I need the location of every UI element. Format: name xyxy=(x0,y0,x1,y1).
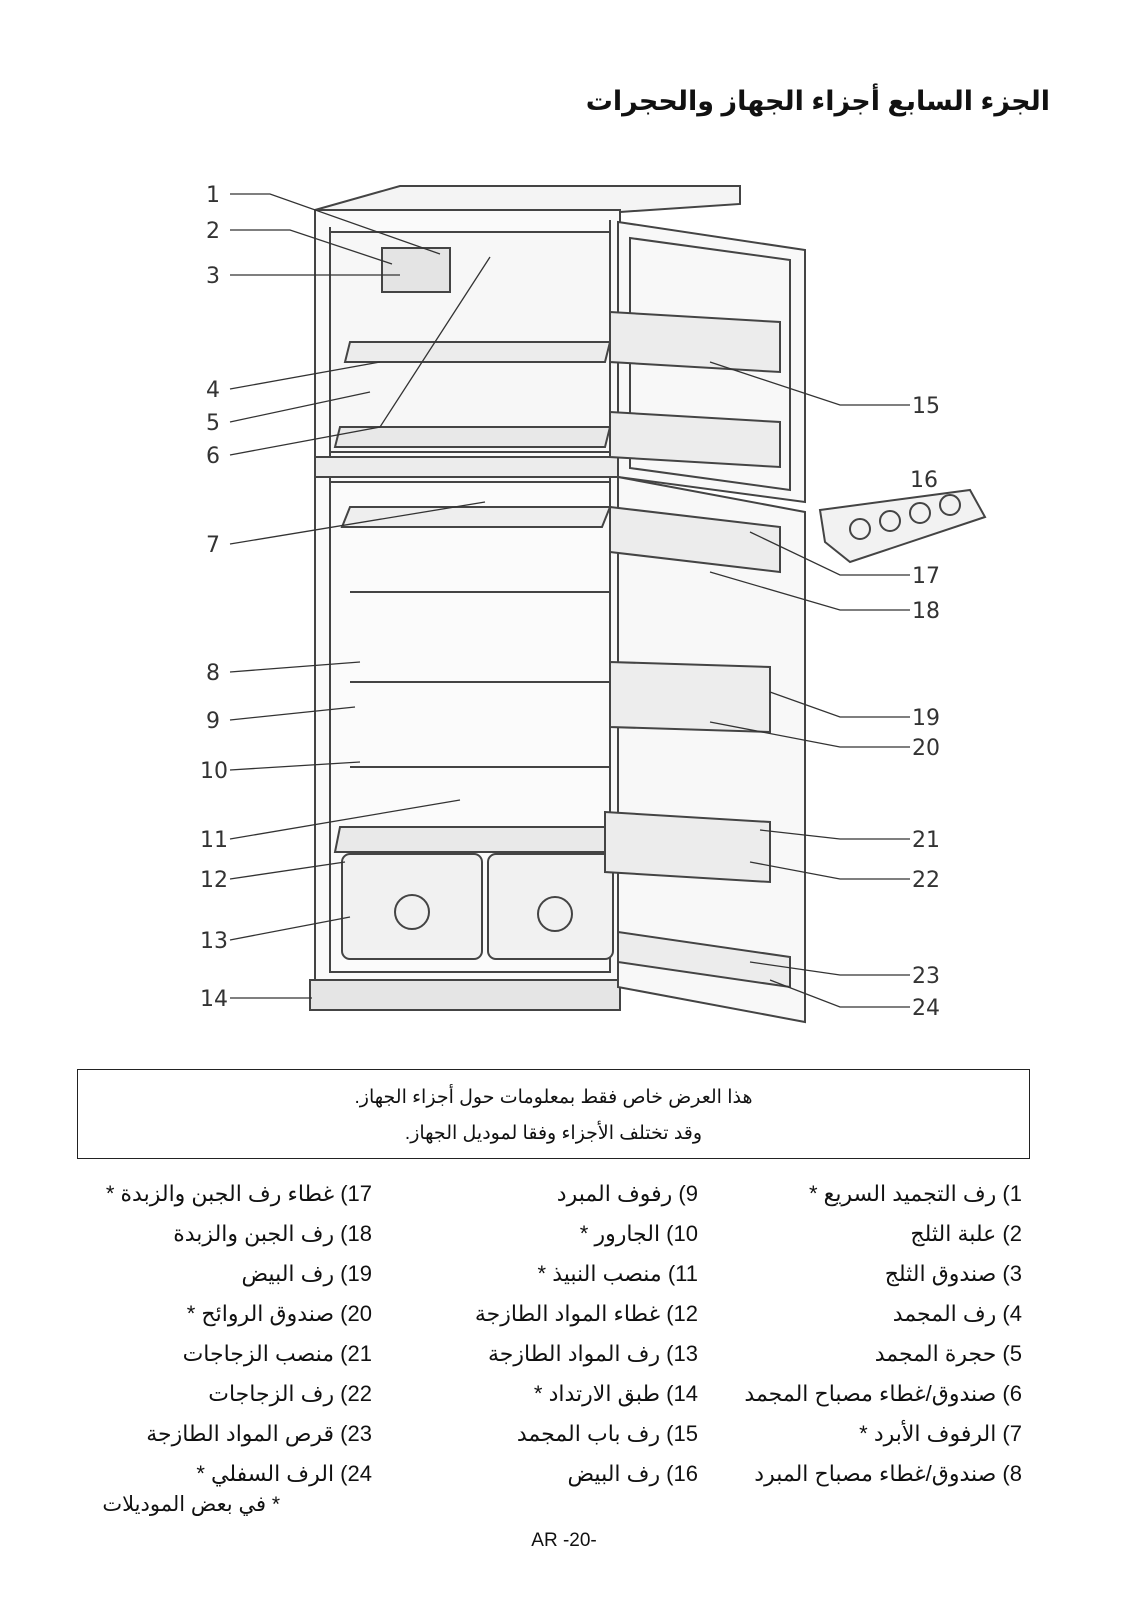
part-item: 10) الجارور * xyxy=(579,1221,698,1246)
callout-15: 15 xyxy=(912,394,940,419)
callout-2: 2 xyxy=(206,219,220,244)
cooler-shelf xyxy=(340,506,612,528)
refrigerator-diagram: 1 2 3 4 5 6 7 8 9 10 11 12 13 14 15 16 1… xyxy=(200,183,987,1024)
page-number: AR -20- xyxy=(531,1530,597,1551)
crisper-cover xyxy=(333,826,612,853)
callout-19: 19 xyxy=(912,706,940,731)
notice-line-1: هذا العرض خاص فقط بمعلومات حول أجزاء الج… xyxy=(354,1087,753,1108)
plinth xyxy=(309,979,621,1011)
callout-14: 14 xyxy=(200,987,228,1012)
callout-4: 4 xyxy=(206,378,220,403)
callout-18: 18 xyxy=(912,599,940,624)
parts-list-column-2: 9) رفوف المبرد 10) الجارور * 11) منصب ال… xyxy=(398,1174,698,1494)
bottom-door-shelf xyxy=(617,930,791,989)
freezer-shelf xyxy=(343,341,612,363)
part-item: 12) غطاء المواد الطازجة xyxy=(474,1301,698,1326)
part-item: 3) صندوق الثلج xyxy=(884,1261,1022,1286)
callout-7: 7 xyxy=(206,533,220,558)
part-item: 15) رف باب المجمد xyxy=(516,1421,698,1446)
callout-10: 10 xyxy=(200,759,228,784)
callout-9: 9 xyxy=(206,709,220,734)
part-item: 22) رف الزجاجات xyxy=(208,1381,372,1406)
part-item: 13) رف المواد الطازجة xyxy=(488,1341,698,1366)
bottle-shelf xyxy=(604,810,771,884)
part-item: 7) الرفوف الأبرد * xyxy=(859,1421,1022,1446)
butter-compartment xyxy=(609,505,781,574)
egg-shelf xyxy=(609,660,771,734)
part-item: 8) صندوق/غطاء مصباح المبرد xyxy=(754,1461,1022,1486)
part-item: 21) منصب الزجاجات xyxy=(182,1341,372,1366)
cabinet-top xyxy=(314,185,741,214)
crisper-left xyxy=(341,853,483,960)
callout-22: 22 xyxy=(912,868,940,893)
egg-tray xyxy=(818,488,987,564)
divider xyxy=(314,456,621,478)
callout-3: 3 xyxy=(206,264,220,289)
part-item: 6) صندوق/غطاء مصباح المجمد xyxy=(744,1381,1022,1406)
parts-list-column-3: 17) غطاء رف الجبن والزبدة * 18) رف الجبن… xyxy=(72,1174,372,1494)
part-item: 1) رف التجميد السريع * xyxy=(809,1181,1022,1206)
callout-11: 11 xyxy=(200,828,228,853)
callout-8: 8 xyxy=(206,661,220,686)
part-item: 11) منصب النبيذ * xyxy=(537,1261,698,1286)
part-item: 16) رف البيض xyxy=(567,1461,698,1486)
part-item: 18) رف الجبن والزبدة xyxy=(173,1221,372,1246)
footnote: * في بعض الموديلات xyxy=(102,1493,280,1516)
parts-list-column-1: 1) رف التجميد السريع * 2) علبة الثلج 3) … xyxy=(722,1174,1022,1494)
notice-line-2: وقد تختلف الأجزاء وفقا لموديل الجهاز. xyxy=(404,1123,703,1144)
callout-12: 12 xyxy=(200,868,228,893)
part-item: 5) حجرة المجمد xyxy=(874,1341,1022,1366)
callout-24: 24 xyxy=(912,996,940,1021)
callout-1: 1 xyxy=(206,183,220,208)
callout-17: 17 xyxy=(912,564,940,589)
part-item: 17) غطاء رف الجبن والزبدة * xyxy=(105,1181,372,1206)
page-title: الجزء السابع أجزاء الجهاز والحجرات xyxy=(585,86,1050,116)
part-item: 2) علبة الثلج xyxy=(910,1221,1022,1246)
callout-13: 13 xyxy=(200,929,228,954)
ice-box xyxy=(381,247,451,293)
crisper-right xyxy=(487,853,614,960)
part-item: 24) الرف السفلي * xyxy=(196,1461,372,1486)
part-item: 20) صندوق الروائح * xyxy=(186,1301,372,1326)
notice-box: هذا العرض خاص فقط بمعلومات حول أجزاء الج… xyxy=(77,1069,1030,1159)
callout-16: 16 xyxy=(910,468,938,493)
freezer-door-shelf-upper xyxy=(609,310,781,374)
freezer-floor xyxy=(333,426,612,448)
callout-23: 23 xyxy=(912,964,940,989)
callout-20: 20 xyxy=(912,736,940,761)
callout-21: 21 xyxy=(912,828,940,853)
part-item: 14) طبق الارتداد * xyxy=(533,1381,698,1406)
part-item: 9) رفوف المبرد xyxy=(556,1181,698,1206)
callout-5: 5 xyxy=(206,411,220,436)
part-item: 4) رف المجمد xyxy=(892,1301,1022,1326)
callout-6: 6 xyxy=(206,444,220,469)
part-item: 19) رف البيض xyxy=(241,1261,372,1286)
part-item: 23) قرص المواد الطازجة xyxy=(146,1421,372,1446)
freezer-door-shelf-lower xyxy=(609,410,781,469)
